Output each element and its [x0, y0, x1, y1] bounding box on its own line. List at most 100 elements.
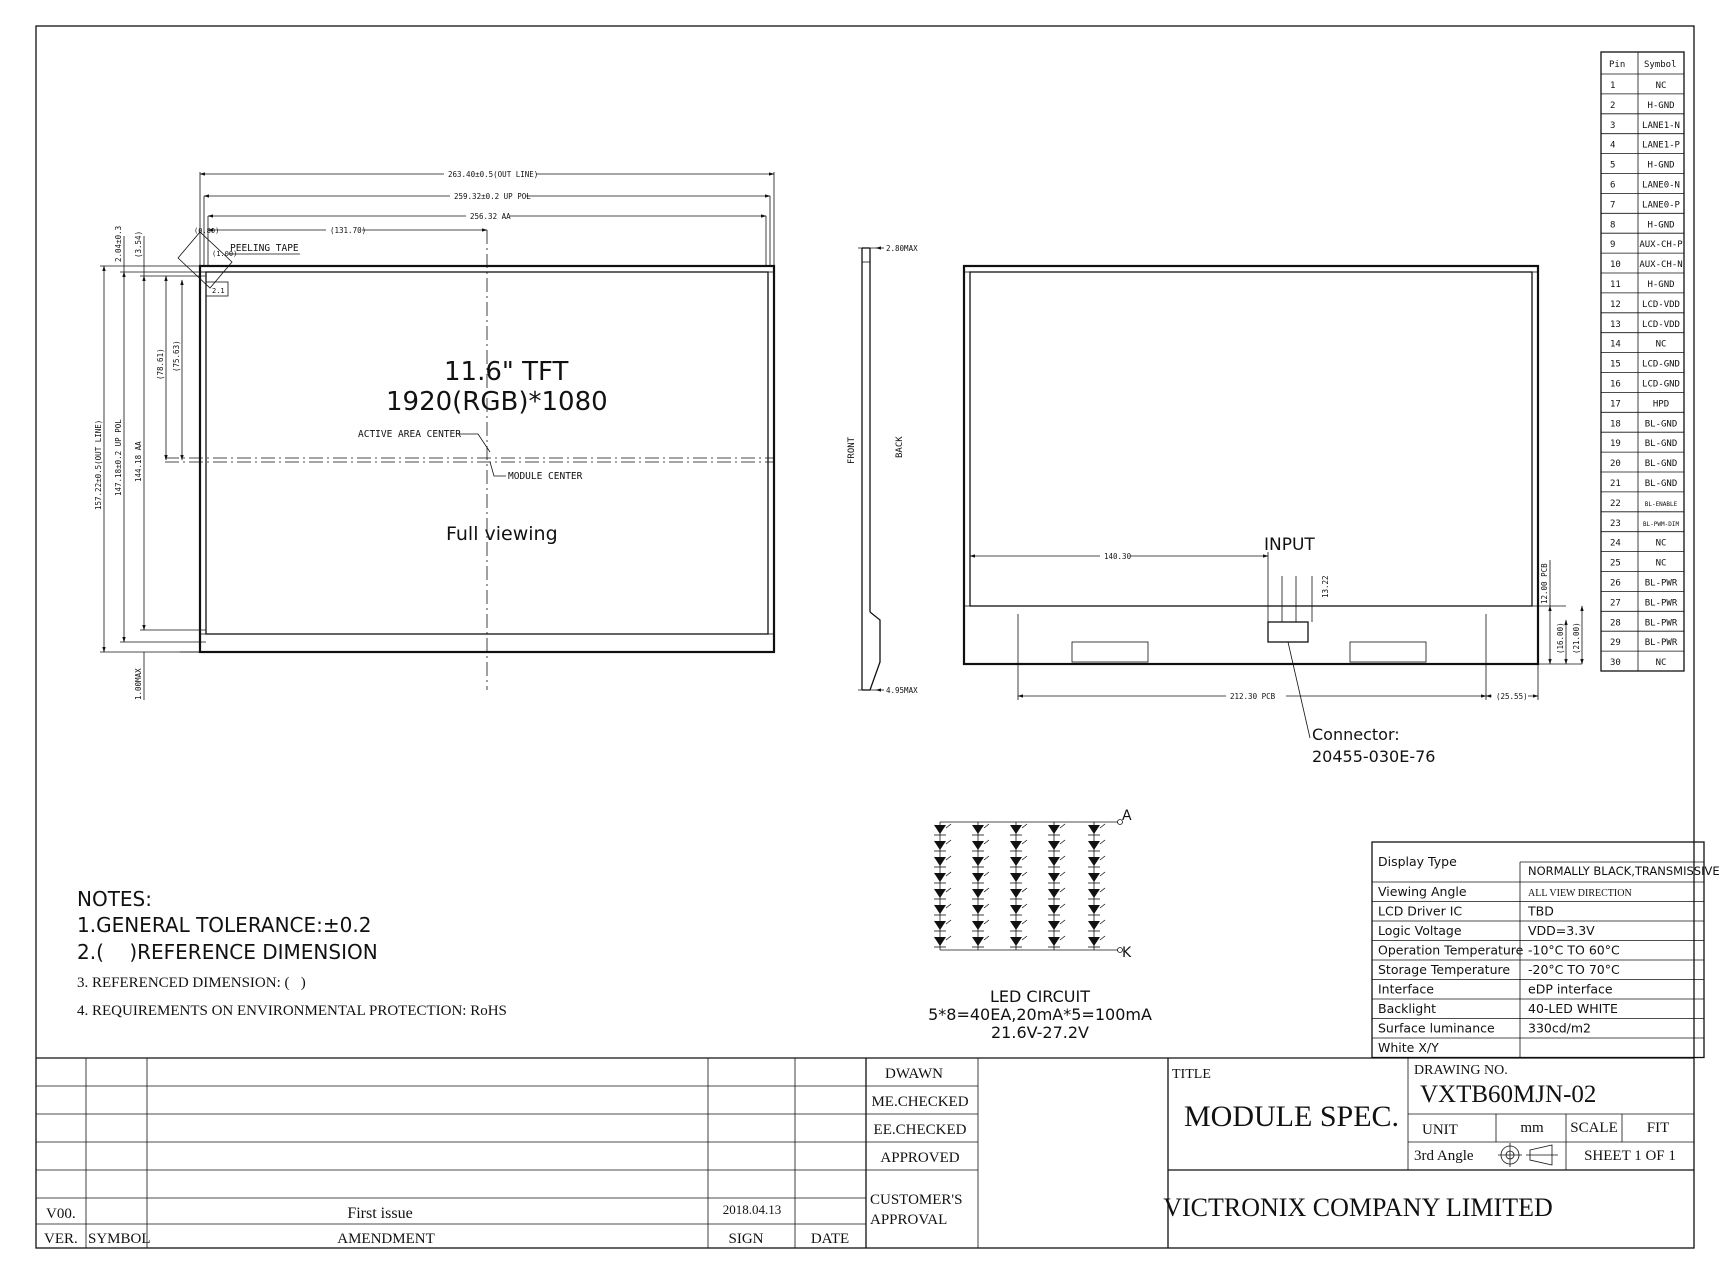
scale-label: SCALE	[1570, 1120, 1618, 1136]
company-name: VICTRONIX COMPANY LIMITED	[1163, 1193, 1553, 1222]
sheet-border	[35, 25, 1695, 1249]
led-diode	[934, 841, 946, 850]
led-diode	[934, 921, 946, 930]
led-diode	[1088, 905, 1100, 914]
pin-symbol: AUX-CH-P	[1639, 240, 1683, 250]
pin-symbol: NC	[1656, 539, 1667, 549]
connector-label: Connector:	[1312, 725, 1400, 744]
dim-pol-width: 259.32±0.2 UP POL	[454, 192, 531, 201]
dim-78-61: (78.61)	[156, 348, 165, 380]
scale-value: FIT	[1647, 1120, 1670, 1136]
led-diode	[1088, 889, 1100, 898]
unit-value: mm	[1520, 1120, 1544, 1136]
dim-top-offset: 2.04±0.3	[114, 226, 123, 262]
front-title-line2: 1920(RGB)*1080	[386, 387, 608, 417]
approved-label: APPROVED	[880, 1150, 959, 1166]
dim-aa-height: 144.18 AA	[134, 441, 143, 482]
customer-approval-1: CUSTOMER'S	[870, 1192, 962, 1208]
led-diode	[1088, 873, 1100, 882]
pin-symbol: NC	[1656, 658, 1667, 668]
dim-corner-2: (1.00)	[212, 250, 237, 258]
back-dim-212-30: 212.30 PCB	[1230, 692, 1276, 701]
spec-value: TBD	[1527, 904, 1554, 919]
spec-value: ALL VIEW DIRECTION	[1528, 888, 1632, 899]
led-diode	[972, 825, 984, 834]
pin-symbol: LANE1-N	[1642, 121, 1680, 131]
pin-number: 18	[1610, 419, 1621, 429]
notes-title: NOTES:	[77, 887, 152, 911]
led-diode	[934, 873, 946, 882]
pin-number: 24	[1610, 539, 1621, 549]
pin-symbol: LCD-GND	[1642, 380, 1680, 390]
pin-number: 27	[1610, 598, 1621, 608]
pin-number: 2	[1610, 101, 1615, 111]
pin-symbol: BL-PWR	[1645, 579, 1678, 589]
pin-symbol: LANE1-P	[1642, 141, 1681, 151]
rev-version: V00.	[46, 1206, 76, 1222]
led-diode	[972, 873, 984, 882]
led-diode	[1048, 841, 1060, 850]
spec-value: 330cd/m2	[1528, 1021, 1591, 1036]
ee-checked-label: EE.CHECKED	[874, 1122, 967, 1138]
led-diode	[1010, 937, 1022, 946]
front-view: 11.6" TFT 1920(RGB)*1080 Full viewing AC…	[93, 168, 776, 700]
pin-symbol: BL-GND	[1645, 419, 1678, 429]
pin-symbol: BL-PWR	[1645, 618, 1678, 628]
peeling-tape-label: PEELING TAPE	[230, 243, 299, 254]
led-circuit-voltage: 21.6V-27.2V	[991, 1023, 1089, 1042]
back-dim-12-pcb: 12.00 PCB	[1540, 563, 1549, 604]
note-1: 1.GENERAL TOLERANCE:±0.2	[77, 913, 371, 937]
led-diode	[1010, 857, 1022, 866]
pin-header-pin: Pin	[1609, 60, 1625, 70]
led-diode	[1010, 873, 1022, 882]
spec-label: LCD Driver IC	[1378, 904, 1462, 919]
led-diode	[1010, 921, 1022, 930]
led-circuit-title: LED CIRCUIT	[990, 987, 1090, 1006]
pin-number: 14	[1610, 340, 1621, 350]
side-view: 2.80MAX 4.95MAX FRONT BACK	[847, 244, 918, 695]
pin-symbol: NC	[1656, 559, 1667, 569]
spec-label: Logic Voltage	[1378, 923, 1462, 938]
back-view: 212.30 PCB (25.55) 140.30 INPUT 13.22 12…	[962, 264, 1584, 766]
spec-value: eDP interface	[1528, 982, 1613, 997]
dim-half-width: (131.70)	[330, 226, 366, 235]
pin-number: 15	[1610, 360, 1621, 370]
header-sign: SIGN	[728, 1231, 763, 1247]
pin-symbol: BL-GND	[1645, 439, 1678, 449]
dim-corner-3: 2.1	[212, 287, 225, 295]
led-diode	[1088, 937, 1100, 946]
front-title-line1: 11.6" TFT	[444, 357, 568, 387]
dim-top-offset-2: (3.54)	[134, 231, 143, 258]
led-diode	[972, 937, 984, 946]
module-center-label: MODULE CENTER	[508, 471, 583, 482]
angle-label: 3rd Angle	[1414, 1148, 1474, 1164]
spec-label: Backlight	[1378, 1001, 1436, 1016]
led-diode	[972, 841, 984, 850]
pin-symbol: LCD-GND	[1642, 360, 1680, 370]
dim-aa-width: 256.32 AA	[470, 212, 511, 221]
led-diode	[1010, 905, 1022, 914]
pin-number: 20	[1610, 459, 1621, 469]
pin-symbol: BL-GND	[1645, 479, 1678, 489]
led-diode	[1010, 841, 1022, 850]
pin-number: 8	[1610, 220, 1615, 230]
header-amendment: AMENDMENT	[337, 1231, 435, 1247]
note-2: 2.( )REFERENCE DIMENSION	[77, 940, 378, 964]
pin-number: 16	[1610, 380, 1621, 390]
pin-symbol: H-GND	[1647, 161, 1674, 171]
back-dim-21: (21.00)	[1572, 622, 1581, 654]
drawing-no: VXTB60MJN-02	[1420, 1081, 1596, 1108]
pin-symbol: LCD-VDD	[1642, 300, 1680, 310]
led-circuit-spec: 5*8=40EA,20mA*5=100mA	[928, 1005, 1152, 1024]
me-checked-label: ME.CHECKED	[871, 1094, 968, 1110]
back-dim-140-30: 140.30	[1104, 552, 1132, 561]
pin-number: 12	[1610, 300, 1621, 310]
drawing-no-label: DRAWING NO.	[1414, 1063, 1508, 1078]
connector-part-number: 20455-030E-76	[1312, 747, 1435, 766]
pin-number: 10	[1610, 260, 1621, 270]
led-diode	[1048, 921, 1060, 930]
led-diode	[1048, 857, 1060, 866]
side-front-label: FRONT	[847, 436, 857, 464]
pin-symbol: LANE0-N	[1642, 181, 1680, 191]
